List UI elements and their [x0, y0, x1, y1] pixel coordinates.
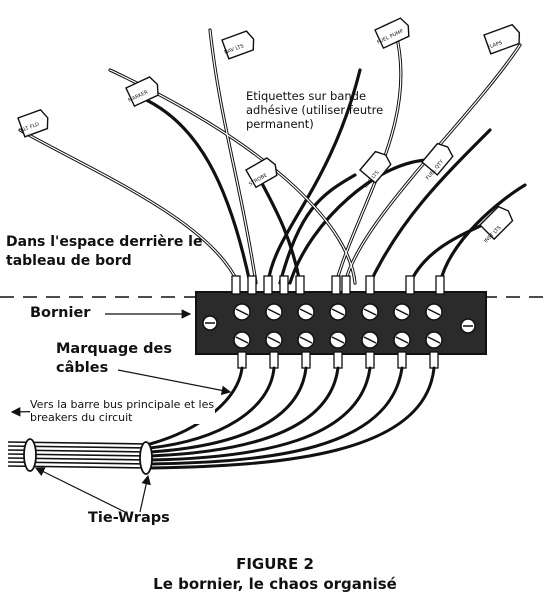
screw-slots [235, 308, 441, 344]
terminal-block-label: Bornier [30, 305, 91, 321]
figure-caption: Le bornier, le chaos organisé [153, 575, 397, 593]
tie-wrap-bands [23, 438, 153, 475]
adhesive-tape-labels-note: Etiquettes sur bande adhésive (utiliser … [246, 89, 384, 131]
tie-wraps-label: Tie-Wraps [88, 510, 170, 526]
tag-flaps: FLAPS [487, 40, 504, 51]
behind-panel-label: Dans l'espace derrière le tableau de bor… [6, 234, 203, 269]
figure-number: FIGURE 2 [236, 555, 314, 573]
wire-tag-texts: ALT FLD MARKER NAV LTS STROBE LDG LTS FU… [20, 29, 504, 245]
wire-tags [17, 17, 521, 241]
bus-bar-note: Vers la barre bus principale et les brea… [30, 398, 215, 424]
wire-marking-label: Marquage des câbles [56, 341, 172, 376]
crimp-terminals-top [231, 275, 445, 295]
